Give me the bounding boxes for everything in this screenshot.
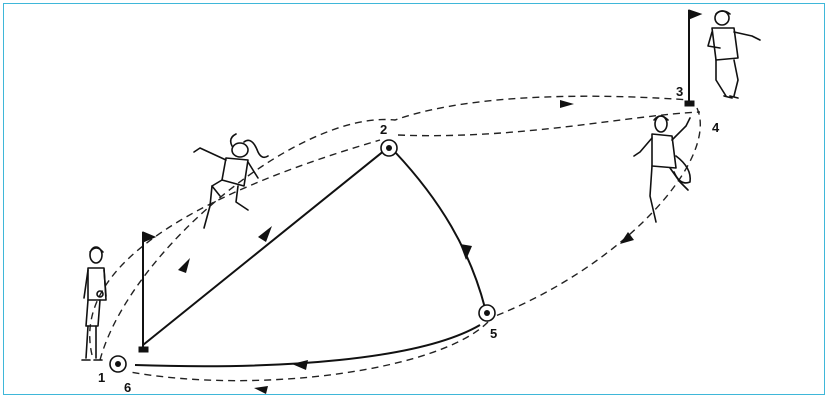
corner-flag-right — [685, 10, 701, 106]
dash-arrow-top — [560, 100, 574, 108]
player-kicking-right — [634, 116, 690, 222]
point-label-2: 2 — [380, 122, 387, 137]
player-jumping-right — [708, 11, 760, 98]
run-path-upper-lower — [90, 140, 380, 355]
run-path-4-to-5 — [485, 108, 700, 320]
dash-arrow-right — [620, 232, 634, 244]
run-path-1-to-3 — [100, 96, 690, 360]
pass-arrow-3 — [292, 360, 308, 370]
point-label-4: 4 — [712, 120, 720, 135]
player-standing-left — [82, 247, 106, 360]
point-label-3: 3 — [676, 84, 683, 99]
point-label-6: 6 — [124, 380, 131, 395]
corner-flag-left — [139, 232, 155, 352]
ball-5 — [479, 305, 495, 321]
pass-5-to-6 — [135, 325, 480, 366]
pass-arrow-1 — [258, 226, 272, 242]
dash-arrow-bottom — [254, 386, 268, 394]
pass-2-to-5 — [395, 152, 485, 308]
point-label-5: 5 — [490, 326, 497, 341]
run-path-5-to-6 — [130, 322, 488, 381]
dash-arrow-left — [178, 258, 190, 273]
ball-2 — [381, 140, 397, 156]
point-label-1: 1 — [98, 370, 105, 385]
pass-arrow-2 — [460, 244, 472, 260]
ball-6 — [110, 356, 126, 372]
player-running-left — [194, 134, 268, 228]
